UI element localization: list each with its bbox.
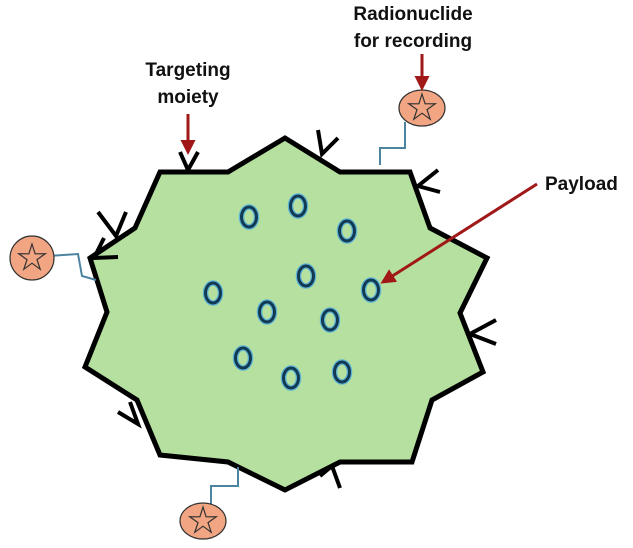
payload-oval — [240, 205, 258, 229]
targeting-moiety — [465, 318, 497, 346]
targeting-moieties — [90, 129, 497, 489]
targeting-moiety — [318, 462, 342, 489]
payload-oval — [297, 264, 315, 288]
targeting-moiety — [96, 210, 128, 240]
payload-oval — [258, 300, 276, 324]
star-icon — [406, 92, 438, 121]
payload-arrow — [380, 182, 538, 284]
payload-oval — [204, 281, 222, 305]
payload-group — [202, 193, 382, 391]
radionuclide-label-line1: Radionuclide — [353, 4, 472, 25]
payload-oval — [333, 360, 351, 384]
star-icon — [16, 242, 48, 271]
nanoparticle-body — [81, 135, 491, 493]
linker-chain — [47, 252, 97, 281]
radionuclide-tag — [379, 89, 446, 165]
payload-oval — [234, 346, 252, 370]
payload-oval — [282, 366, 300, 390]
payload-oval — [362, 278, 380, 302]
targeting-moiety — [90, 237, 119, 261]
targeting-moiety — [116, 401, 142, 429]
targeting-moiety — [178, 151, 200, 175]
payload-oval — [321, 308, 339, 332]
radionuclide-tag — [9, 235, 97, 281]
payload-label: Payload — [545, 174, 618, 195]
targeting-moiety-label-line1: Targeting — [145, 60, 230, 81]
targeting-moiety — [316, 129, 340, 159]
linker-chain — [210, 467, 239, 507]
linker-chain — [379, 122, 406, 165]
radionuclide-label-line2: for recording — [354, 31, 472, 52]
payload-oval — [338, 219, 356, 243]
star-icon — [187, 505, 219, 534]
payload-oval — [289, 194, 307, 218]
targeting-moiety-label-line2: moiety — [157, 87, 219, 108]
radionuclide-tag — [179, 467, 239, 540]
targeting-moiety — [413, 168, 441, 194]
